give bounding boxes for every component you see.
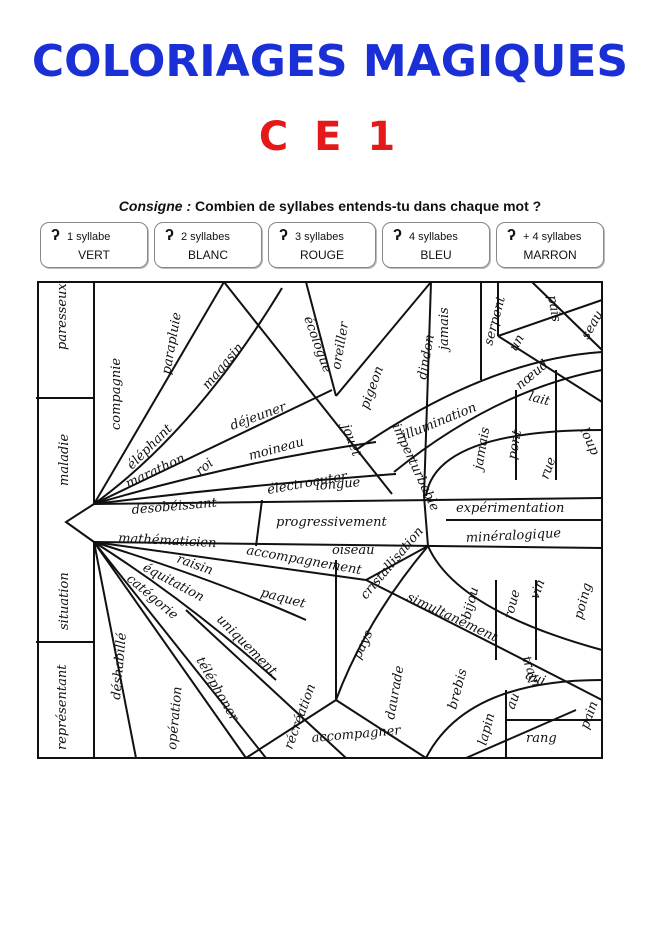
legend-syllables: + 4 syllabes xyxy=(523,231,582,243)
word-situation: situation xyxy=(57,572,72,630)
ear-icon: ʔ xyxy=(507,227,516,244)
ear-icon: ʔ xyxy=(279,227,288,244)
legend-item-3: ʔ 3 syllabes ROUGE xyxy=(268,222,376,268)
word-brebis: brebis xyxy=(445,667,470,711)
word-oiseau: oiseau xyxy=(332,543,374,558)
word-cristallisation: cristallisation xyxy=(358,524,427,602)
word-paquet: paquet xyxy=(259,585,308,612)
legend-color: MARRON xyxy=(523,248,577,262)
legend-syllables: 3 syllabes xyxy=(295,231,344,243)
legend-color: BLEU xyxy=(420,248,452,262)
instruction-text: Combien de syllabes entends-tu dans chaq… xyxy=(195,198,542,214)
word-accompagner: accompagner xyxy=(311,723,402,746)
word-lait: lait xyxy=(527,389,552,409)
grade-level: C E 1 xyxy=(258,114,402,160)
instruction: Consigne : Combien de syllabes entends-t… xyxy=(0,198,660,214)
coloring-puzzle: paresseux compagnie parapluie magasin éc… xyxy=(36,281,606,759)
word-pont: pont xyxy=(505,428,525,461)
word-pays: pays xyxy=(350,628,376,662)
ear-icon: ʔ xyxy=(51,227,60,244)
word-qui: qui xyxy=(523,668,548,689)
legend-syllables: 4 syllabes xyxy=(409,231,458,243)
legend-color: VERT xyxy=(78,248,110,262)
word-experimentation: expérimentation xyxy=(456,501,564,516)
word-poing: poing xyxy=(571,581,595,621)
instruction-label: Consigne : xyxy=(118,198,192,214)
word-oreiller: oreiller xyxy=(329,320,352,371)
word-pigeon: pigeon xyxy=(358,364,387,411)
word-desobeissant: désobéissant xyxy=(131,496,218,518)
legend-syllables: 2 syllabes xyxy=(181,231,230,243)
word-mathematicien: mathématicien xyxy=(118,531,217,551)
word-operation: opération xyxy=(165,686,185,750)
word-pain: pain xyxy=(578,699,602,731)
word-simultanement: simultanément xyxy=(404,590,500,645)
word-mineralogique: minéralogique xyxy=(465,526,561,546)
word-dejeuner: déjeuner xyxy=(228,399,289,433)
legend-item-5: ʔ + 4 syllabes MARRON xyxy=(496,222,604,268)
legend-item-2: ʔ 2 syllabes BLANC xyxy=(154,222,262,268)
word-noeud: nœud xyxy=(513,357,552,393)
color-legend: ʔ 1 syllabe VERT ʔ 2 syllabes BLANC ʔ 3 … xyxy=(40,222,604,270)
word-jamais: jamais xyxy=(471,426,494,474)
word-lapin: lapin xyxy=(475,712,498,748)
word-roue: roue xyxy=(501,588,523,621)
word-compagnie: compagnie xyxy=(109,358,124,430)
word-vin: vin xyxy=(528,578,549,602)
legend-item-1: ʔ 1 syllabe VERT xyxy=(40,222,148,268)
word-pais: pais xyxy=(544,294,564,323)
word-rang: rang xyxy=(526,731,557,746)
word-longue: longue xyxy=(315,475,361,494)
word-dindon: dindon xyxy=(415,333,438,380)
word-jouet: jouet xyxy=(337,419,364,459)
word-un: un xyxy=(506,332,527,354)
legend-color: ROUGE xyxy=(299,248,344,262)
word-progressivement: progressivement xyxy=(276,515,388,530)
legend-item-4: ʔ 4 syllabes BLEU xyxy=(382,222,490,268)
word-telephoner: téléphoner xyxy=(193,655,242,725)
word-paresseux: paresseux xyxy=(55,283,70,350)
word-jamais-top: jamais xyxy=(437,307,452,353)
page-title: COLORIAGES MAGIQUES xyxy=(31,36,629,87)
word-deshabille: déshabillé xyxy=(109,632,130,701)
word-representant: représentant xyxy=(55,664,70,750)
word-parapluie: parapluie xyxy=(159,311,185,376)
ear-icon: ʔ xyxy=(165,227,174,244)
word-magasin: magasin xyxy=(200,341,247,393)
word-maladie: maladie xyxy=(57,434,72,486)
word-rue: rue xyxy=(538,455,560,481)
word-serpent: serpent xyxy=(481,294,509,347)
word-daurade: daurade xyxy=(383,664,407,721)
ear-icon: ʔ xyxy=(393,227,402,244)
puzzle-lines xyxy=(36,281,603,759)
word-au: au xyxy=(504,691,524,711)
legend-syllables: 1 syllabe xyxy=(67,231,111,243)
legend-color: BLANC xyxy=(187,248,228,262)
